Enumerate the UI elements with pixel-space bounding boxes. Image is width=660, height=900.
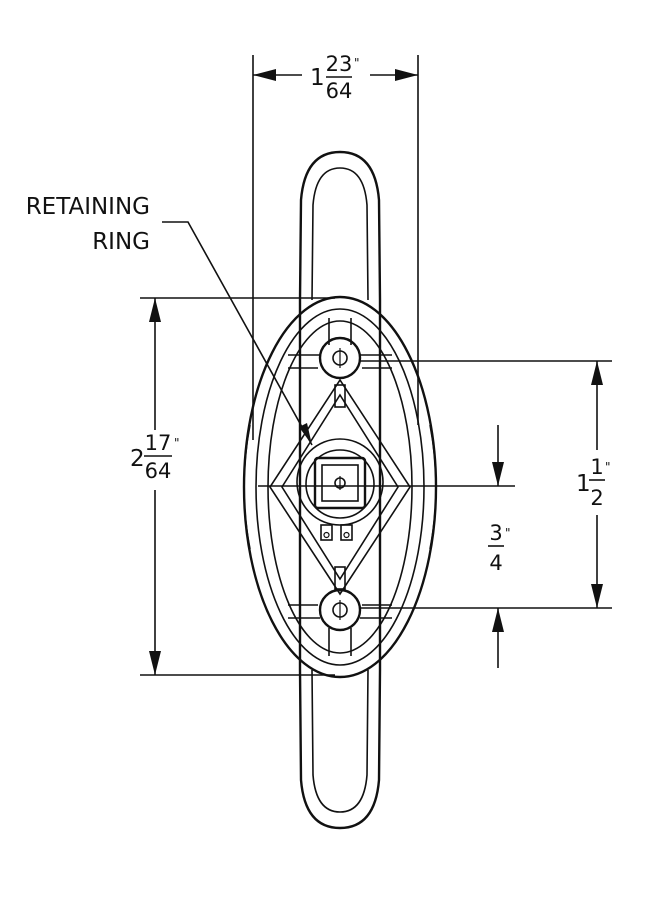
dim-left-denominator: 64 [145,459,172,483]
rib-tab-top [334,384,346,408]
hub-outer [296,438,384,526]
dim-top-whole: 1 [310,65,325,91]
dim-right-unit: " [605,460,611,474]
dim-left-numerator: 17 [145,431,172,455]
dim-right-whole: 1 [576,471,591,497]
dim-top-numerator: 23 [326,52,353,76]
diamond-inner [281,393,399,581]
dim-right-numerator: 1 [590,455,603,479]
dim-right-denominator: 2 [590,486,603,510]
hub-square-inner [321,464,359,502]
side-bulge-left [243,424,251,550]
dim-left-height: 2 17 64 " [130,431,180,483]
dim-left-unit: " [174,436,180,450]
dimension-lines [140,55,612,676]
internal-structure [269,318,411,656]
diamond-outer [269,378,411,596]
dim-center-numerator: 3 [489,521,502,545]
ring-lug-left [320,524,333,541]
retaining-ring-label: RETAINING RING [26,194,150,255]
knob-outline [242,150,438,830]
dim-center-offset: 3 4 " [488,521,511,575]
dim-top-unit: " [354,56,360,70]
screw-boss-top [318,336,362,380]
label-retaining: RETAINING [26,194,150,220]
body-oval-inner [267,320,413,654]
dim-center-unit: " [505,526,511,540]
body-oval-mid [255,308,425,666]
wing-outer [298,150,382,830]
screw-boss-bottom [318,588,362,632]
dim-top-denominator: 64 [326,79,353,103]
dim-center-denominator: 4 [489,551,502,575]
dim-top-width: 1 23 64 " [310,52,360,103]
side-bulge-right [429,424,437,550]
label-ring: RING [92,229,150,255]
retaining-ring [305,449,375,519]
dim-right-height: 1 1 2 " [576,455,611,510]
ring-lug-right [340,524,353,541]
wing-inner [311,167,369,813]
hub-square-outer [313,456,367,510]
dim-left-whole: 2 [130,446,145,472]
